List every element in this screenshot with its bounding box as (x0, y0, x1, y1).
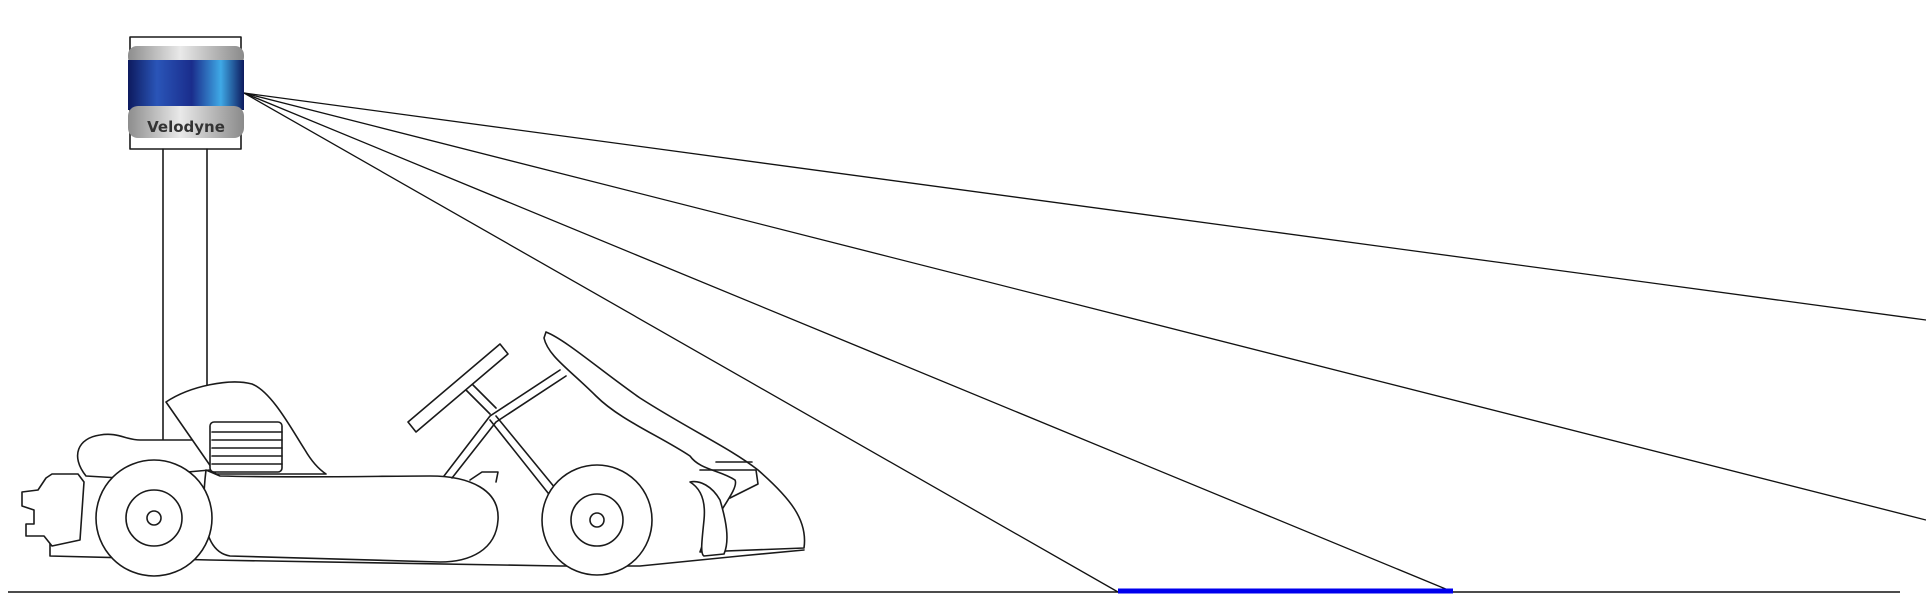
velodyne-sensor: Velodyne (128, 46, 244, 138)
kart-front-fairing (690, 482, 727, 556)
laser-ray-2 (244, 93, 1926, 520)
laser-ray-1 (244, 93, 1926, 320)
kart-rear-wheel (96, 460, 212, 576)
kart-floor-tray (470, 472, 498, 482)
kart-rear-bumper (22, 474, 84, 546)
kart-side-pod (204, 470, 498, 562)
kart-steering-wheel (408, 344, 508, 432)
kart-engine (210, 422, 282, 472)
kart-front-wheel (542, 465, 652, 575)
sensor-brand-label: Velodyne (147, 118, 225, 136)
go-kart (22, 332, 805, 576)
